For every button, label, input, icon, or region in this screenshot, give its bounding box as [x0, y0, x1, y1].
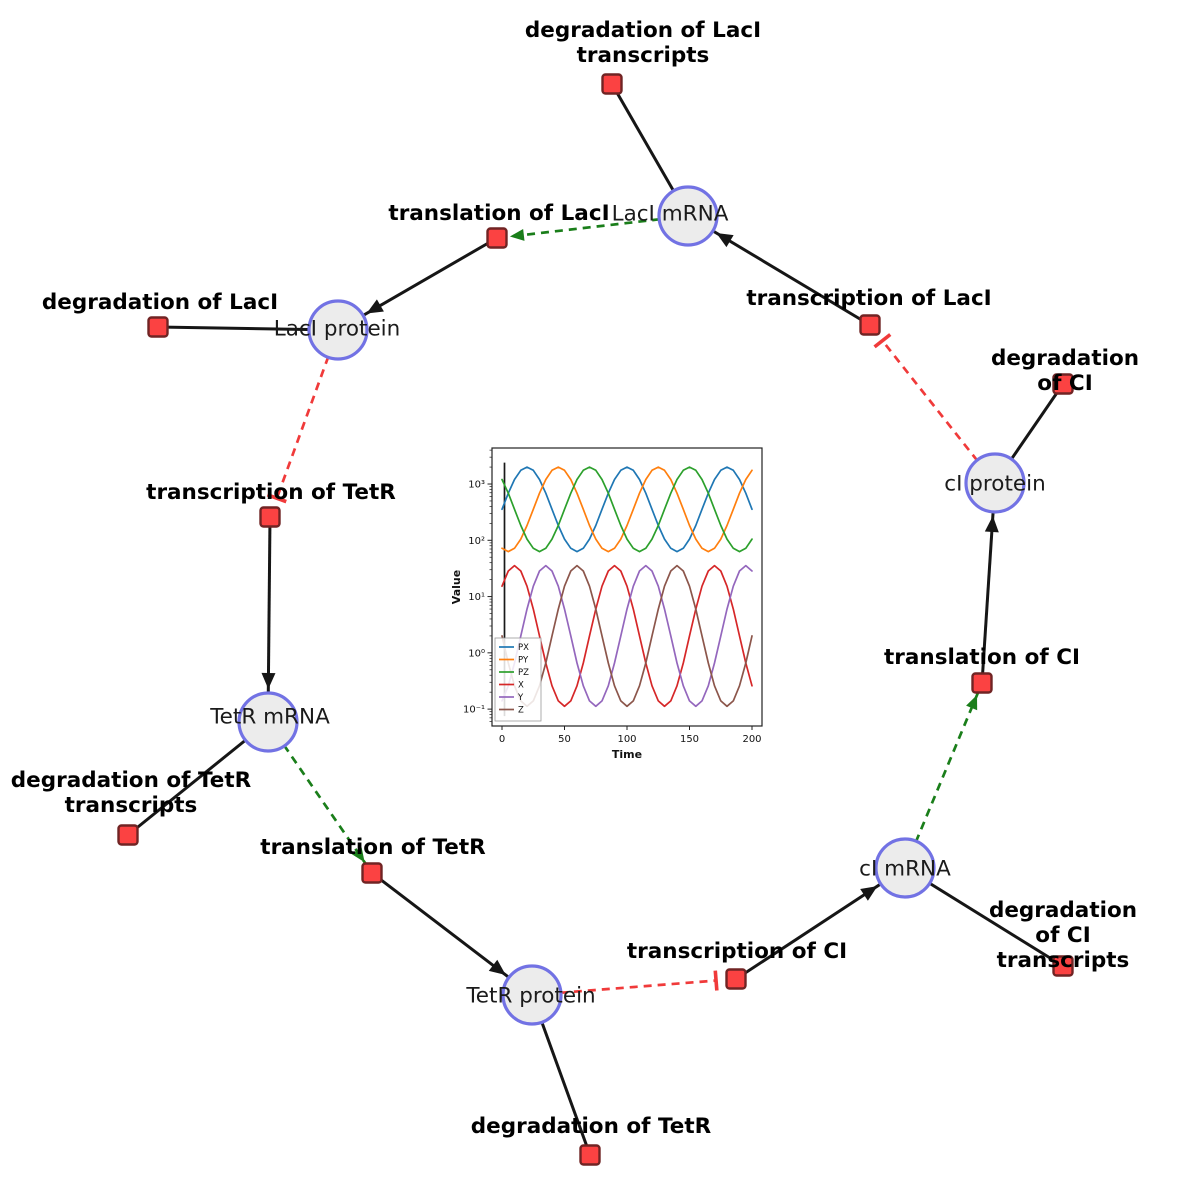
inhibition-bar-icon [873, 333, 892, 349]
series-line-Y [501, 564, 753, 708]
species-node-ci-mrna[interactable] [874, 837, 936, 899]
reaction-node-transcription-of-laci[interactable] [859, 314, 881, 336]
x-tick-label: 50 [558, 734, 571, 745]
series-line-X [501, 564, 753, 708]
arrowhead-icon [366, 299, 384, 314]
reaction-node-translation-of-ci[interactable] [971, 672, 993, 694]
species-node-tetr-mrna[interactable] [237, 691, 299, 753]
reaction-node-degradation-of-ci[interactable] [1052, 373, 1074, 395]
arrowhead-icon [716, 232, 734, 248]
arrowhead-icon [509, 228, 525, 241]
reaction-node-transcription-of-ci[interactable] [725, 968, 747, 990]
edge-modifier-laci-mrna-to-translation-of-laci [496, 214, 689, 240]
legend-label-PX: PX [518, 643, 529, 653]
y-axis-label: Value [450, 570, 463, 604]
legend-label-PY: PY [518, 656, 529, 666]
inhibition-bar-icon [266, 493, 287, 504]
arrowhead-icon [984, 515, 999, 533]
reaction-node-translation-of-laci[interactable] [486, 227, 508, 249]
legend-label-Y: Y [517, 693, 524, 703]
arrowhead-icon [351, 847, 365, 863]
legend-label-Z: Z [518, 706, 524, 716]
chart-legend [494, 637, 542, 722]
y-tick-label: 10¹ [468, 592, 485, 603]
edge-reactant-ci-mrna-to-degradation-of-ci-transcripts [904, 866, 1064, 968]
species-node-tetr-protein[interactable] [501, 964, 563, 1026]
reaction-node-degradation-of-laci-transcripts[interactable] [601, 73, 623, 95]
species-node-ci-protein[interactable] [964, 452, 1026, 514]
legend-label-X: X [518, 681, 524, 691]
reaction-node-translation-of-tetr[interactable] [361, 862, 383, 884]
y-tick-label: 10² [468, 536, 485, 547]
y-tick-label: 10³ [468, 480, 485, 491]
reaction-node-degradation-of-laci[interactable] [147, 316, 169, 338]
series-line-PZ [501, 466, 753, 553]
series-line-Z [501, 564, 753, 708]
arrowhead-icon [261, 672, 276, 690]
inhibition-bar-icon [713, 970, 719, 991]
species-node-laci-protein[interactable] [307, 299, 369, 361]
reaction-node-degradation-of-ci-transcripts[interactable] [1052, 955, 1074, 977]
edge-product-transcription-of-laci-to-laci-mrna [687, 214, 871, 327]
x-tick-label: 100 [617, 734, 636, 745]
reaction-node-transcription-of-tetr[interactable] [259, 506, 281, 528]
arrowhead-icon [860, 886, 878, 901]
y-tick-label: 10⁰ [468, 648, 485, 659]
reaction-node-degradation-of-tetr-transcripts[interactable] [117, 824, 139, 846]
y-tick-label: 10⁻¹ [463, 705, 485, 716]
series-line-PY [501, 466, 753, 553]
edge-product-transcription-of-tetr-to-tetr-mrna [266, 516, 272, 723]
x-tick-label: 200 [742, 734, 761, 745]
edge-product-translation-of-laci-to-laci-protein [337, 236, 498, 332]
series-line-PX [501, 466, 753, 553]
edge-modifier-ci-mrna-to-translation-of-ci [903, 682, 984, 869]
x-tick-label: 150 [680, 734, 699, 745]
arrowhead-icon [966, 695, 978, 711]
species-node-laci-mrna[interactable] [657, 185, 719, 247]
x-axis-label: Time [612, 748, 642, 761]
arrowhead-icon [488, 959, 506, 975]
reaction-node-degradation-of-tetr[interactable] [579, 1144, 601, 1166]
x-tick-label: 0 [499, 734, 505, 745]
edge-inhibition-tetr-protein-to-transcription-of-ci [531, 979, 717, 997]
legend-label-PZ: PZ [518, 668, 529, 678]
